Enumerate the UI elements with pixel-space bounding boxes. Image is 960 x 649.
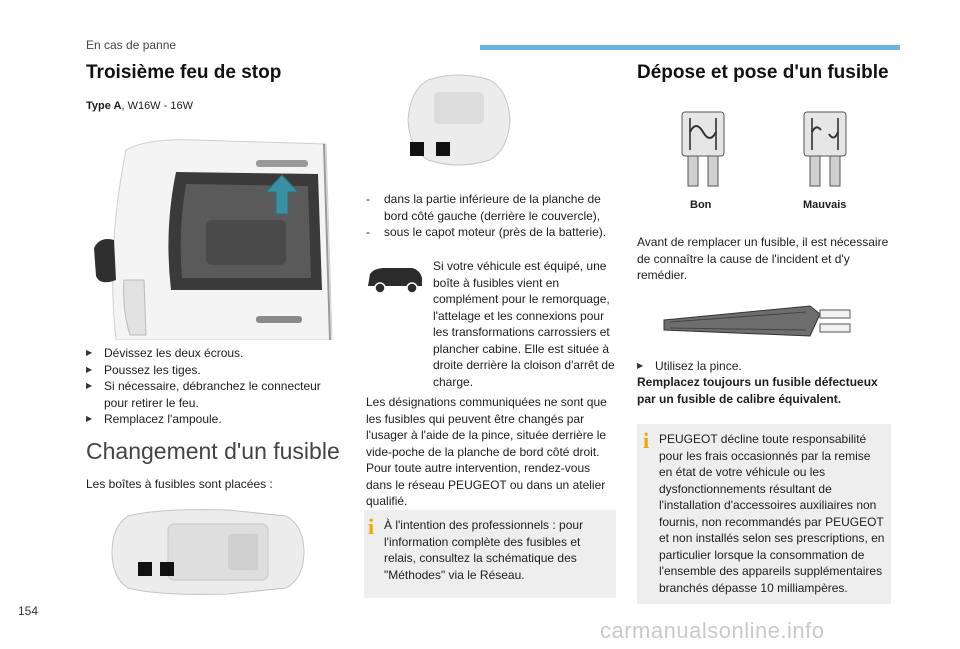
fuse-puller-icon	[663, 305, 851, 337]
fuse-designations-text: Les désignations communiquées ne sont qu…	[366, 395, 607, 508]
list-item: Poussez les tiges.	[86, 362, 336, 379]
watermark: carmanualsonline.info	[600, 618, 825, 643]
section-label: En cas de panne	[86, 38, 177, 52]
bulb-type-value: , W16W - 16W	[121, 100, 193, 112]
list-item: Dévissez les deux écrous.	[86, 345, 336, 362]
always-replace-text: Remplacez toujours un fusible défectueux…	[637, 375, 878, 406]
list-item: sous le capot moteur (près de la batteri…	[366, 224, 616, 241]
list-item: Utilisez la pince.	[637, 358, 893, 375]
page-number: 154	[18, 604, 39, 618]
good-fuse-icon	[681, 111, 725, 187]
car-top-view-engine	[407, 74, 511, 166]
fuse-removal-title: Dépose et pose d'un fusible	[637, 62, 889, 83]
van-fuse-note: Si votre véhicule est équipé, une boîte …	[433, 259, 615, 389]
rear-door-illustration	[86, 130, 340, 340]
brake-light-title: Troisième feu de stop	[86, 62, 282, 83]
bulb-type: Type A, W16W - 16W	[86, 98, 193, 115]
before-replace-text: Avant de remplacer un fusible, il est né…	[637, 235, 889, 282]
list-item: Remplacez l'ampoule.	[86, 411, 336, 428]
fuse-box-intro: Les boîtes à fusibles sont placées :	[86, 477, 273, 491]
fuse-change-title: Changement d'un fusible	[86, 438, 340, 464]
list-item: dans la partie inférieure de la planche …	[366, 191, 616, 224]
brake-light-steps: Dévissez les deux écrous. Poussez les ti…	[86, 345, 336, 428]
fuse-removal-steps: Utilisez la pince.	[637, 358, 893, 375]
car-top-view-dashboard	[111, 509, 305, 595]
info-icon: i	[368, 514, 375, 539]
pro-info-box: i À l'intention des professionnels : pou…	[364, 510, 616, 598]
liability-text: PEUGEOT décline toute responsabilité pou…	[659, 432, 885, 595]
list-item: Si nécessaire, débranchez le connecteur …	[86, 378, 336, 411]
fuse-box-locations: dans la partie inférieure de la planche …	[366, 191, 616, 241]
good-fuse-label: Bon	[690, 199, 712, 211]
header-accent-bar	[480, 45, 900, 50]
bad-fuse-label: Mauvais	[803, 199, 847, 211]
liability-box: i PEUGEOT décline toute responsabilité p…	[637, 424, 891, 604]
pro-info-text: À l'intention des professionnels : pour …	[384, 518, 584, 582]
info-icon: i	[643, 428, 650, 453]
bulb-type-label: Type A	[86, 100, 122, 112]
van-icon	[368, 268, 422, 294]
bad-fuse-icon	[803, 111, 847, 187]
